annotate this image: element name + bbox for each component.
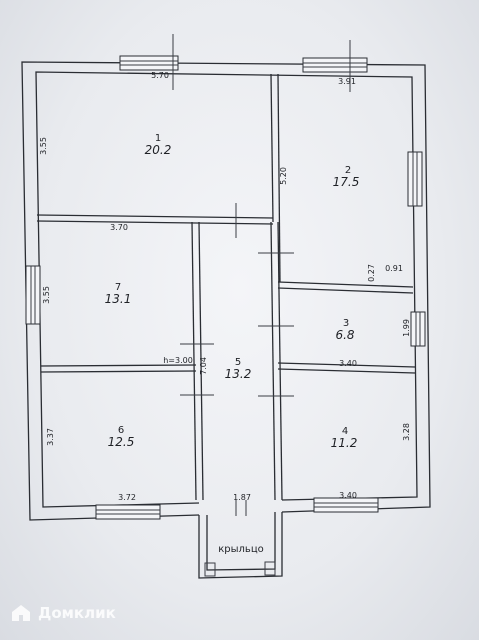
porch-label: крыльцо	[218, 544, 264, 555]
dim-room6-height: 3.37	[46, 428, 55, 446]
windows	[25, 55, 426, 520]
dim-hall-width: 1.87	[233, 493, 251, 502]
room-6-number: 6	[118, 425, 124, 436]
window-left	[25, 265, 41, 325]
room-1-number: 1	[155, 133, 161, 144]
dim-room1-height: 3.55	[39, 137, 48, 155]
dim-ceiling-height: h=3.00	[163, 356, 193, 365]
room-3-number: 3	[343, 318, 349, 329]
dim-top-left: 5.70	[151, 71, 169, 80]
window-bottom-right	[313, 497, 379, 513]
dim-room3-height: 1.99	[402, 319, 411, 337]
room-3-area: 6.8	[335, 328, 354, 342]
dim-room3-width-top: 0.91	[385, 264, 403, 273]
dim-room7-width: 3.70	[110, 223, 128, 232]
porch: крыльцо	[198, 500, 283, 579]
room-7-number: 7	[115, 282, 121, 293]
outer-walls	[21, 61, 431, 521]
dimension-labels: 5.70 3.91 3.55 5.20 3.70 3.55 0.27 0.91 …	[39, 71, 411, 502]
room-labels: 1 20.2 2 17.5 3 6.8 4 11.2 5 13.2 6 12.5…	[105, 133, 360, 450]
dim-room3-small: 0.27	[367, 264, 376, 282]
room-1-area: 20.2	[145, 143, 172, 157]
room-5-area: 13.2	[225, 367, 252, 381]
room-6-area: 12.5	[108, 435, 135, 449]
interior-walls	[36, 34, 416, 501]
room-2-area: 17.5	[333, 175, 360, 189]
room-2-number: 2	[345, 165, 351, 176]
dim-room4-width: 3.40	[339, 491, 357, 500]
domclick-watermark: Домклик	[10, 603, 116, 623]
window-right-upper	[407, 151, 423, 207]
dim-room6-width: 3.72	[118, 493, 136, 502]
dim-top-right: 3.91	[338, 77, 356, 86]
room-4-number: 4	[342, 426, 348, 437]
room-4-area: 11.2	[331, 436, 358, 450]
watermark-text: Домклик	[38, 604, 116, 622]
dim-room4-height: 3.28	[402, 423, 411, 441]
window-right-middle	[410, 311, 426, 347]
window-top-left	[119, 55, 179, 71]
domclick-house-icon	[12, 605, 30, 621]
room-7-area: 13.1	[105, 292, 132, 306]
dim-room2-height: 5.20	[279, 167, 288, 185]
window-bottom-left	[95, 504, 161, 520]
window-top-right	[302, 57, 368, 73]
dim-hall-height: 7.04	[199, 357, 208, 375]
dim-room7-height: 3.55	[42, 286, 51, 304]
room-5-number: 5	[235, 357, 241, 368]
dim-room3-width: 3.40	[339, 359, 357, 368]
